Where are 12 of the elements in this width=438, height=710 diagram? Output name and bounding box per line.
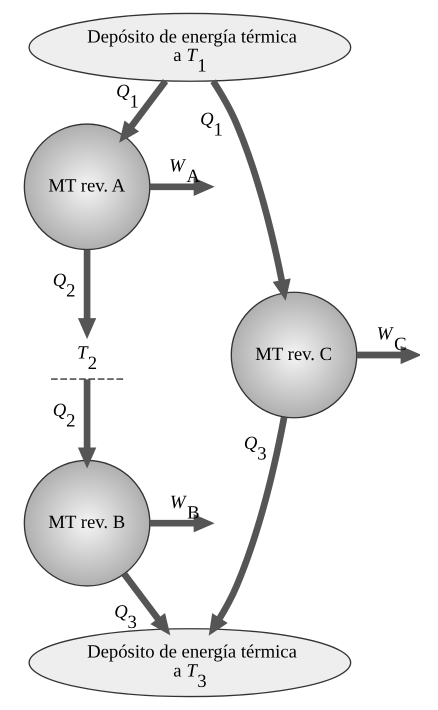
node-circle: MT rev. B: [23, 460, 150, 587]
arrow: [149, 514, 214, 532]
arrow: [77, 250, 96, 340]
arrow: [356, 346, 420, 364]
arrow: [149, 178, 214, 196]
arrow: [118, 79, 168, 143]
arrow: [210, 79, 290, 301]
arrow: [121, 572, 170, 636]
arrow: [77, 379, 96, 469]
arrow: [208, 416, 287, 636]
node-circle: MT rev. C: [230, 292, 357, 418]
node-circle: MT rev. A: [23, 123, 150, 250]
